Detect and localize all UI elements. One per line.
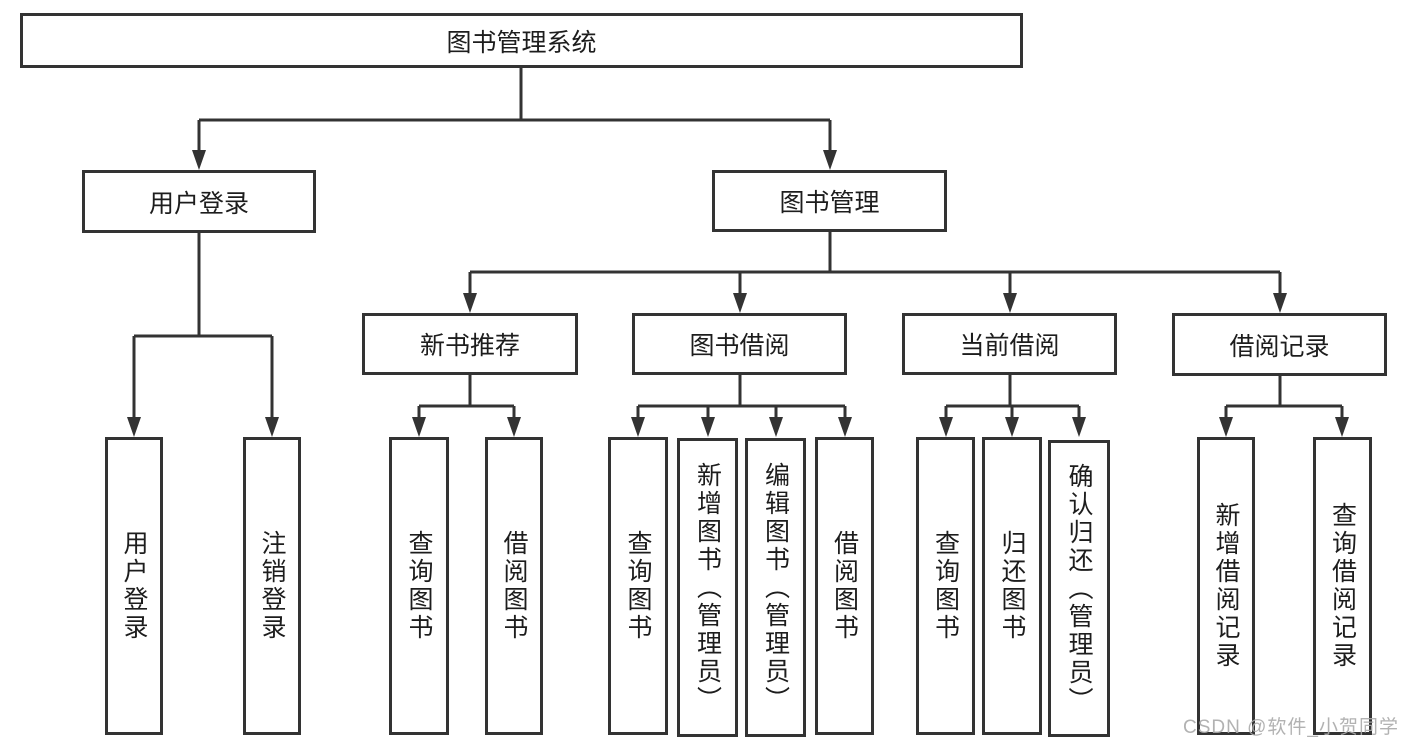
leaf-bb-query-books-label: 查询图书 — [624, 530, 652, 642]
leaf-user-login: 用户登录 — [105, 437, 163, 735]
leaf-bb-edit-books-admin-label: 编辑图书（管理员） — [761, 461, 790, 714]
leaf-bb-borrow-books-label: 借阅图书 — [830, 530, 859, 642]
connector-borrowrecords-to-leaves — [1219, 376, 1349, 437]
node-borrow-records-label: 借阅记录 — [1229, 332, 1330, 361]
leaf-bb-add-books-admin: 新增图书（管理员） — [677, 438, 738, 737]
leaf-br-add-record: 新增借阅记录 — [1197, 437, 1255, 735]
node-new-book-recommend-label: 新书推荐 — [419, 332, 520, 360]
node-user-login: 用户登录 — [82, 170, 316, 233]
leaf-nbr-query-books: 查询图书 — [389, 437, 449, 735]
leaf-cb-return-books-label: 归还图书 — [998, 530, 1026, 642]
connector-bookborrow-to-leaves — [631, 375, 852, 437]
node-book-mgmt-label: 图书管理 — [779, 189, 880, 217]
connector-root-to-level2 — [192, 68, 837, 170]
node-root-label: 图书管理系统 — [446, 28, 597, 57]
leaf-br-query-record: 查询借阅记录 — [1313, 437, 1372, 735]
leaf-user-login-label: 用户登录 — [120, 530, 148, 642]
node-user-login-label: 用户登录 — [148, 189, 249, 218]
connector-newbookrec-to-leaves — [412, 375, 521, 437]
node-borrow-records: 借阅记录 — [1172, 313, 1387, 376]
leaf-bb-edit-books-admin: 编辑图书（管理员） — [745, 438, 806, 737]
leaf-nbr-borrow-books: 借阅图书 — [485, 437, 543, 735]
csdn-watermark: CSDN @软件_小贺同学 — [1183, 717, 1399, 738]
leaf-logout-label: 注销登录 — [258, 530, 286, 642]
leaf-br-query-record-label: 查询借阅记录 — [1328, 502, 1357, 670]
leaf-cb-query-books: 查询图书 — [916, 437, 975, 735]
node-root: 图书管理系统 — [20, 13, 1023, 68]
leaf-cb-query-books-label: 查询图书 — [931, 530, 960, 642]
leaf-cb-confirm-return-admin: 确认归还（管理员） — [1048, 440, 1110, 737]
node-current-borrow-label: 当前借阅 — [959, 332, 1060, 360]
leaf-bb-query-books: 查询图书 — [608, 437, 668, 735]
leaf-br-add-record-label: 新增借阅记录 — [1212, 502, 1240, 670]
node-book-mgmt: 图书管理 — [712, 170, 947, 232]
leaf-nbr-borrow-books-label: 借阅图书 — [500, 530, 528, 642]
leaf-cb-confirm-return-admin-label: 确认归还（管理员） — [1065, 462, 1093, 715]
connector-userlogin-to-leaves — [127, 233, 279, 437]
node-book-borrow: 图书借阅 — [632, 313, 847, 375]
leaf-nbr-query-books-label: 查询图书 — [405, 530, 433, 642]
node-book-borrow-label: 图书借阅 — [689, 332, 790, 360]
leaf-logout: 注销登录 — [243, 437, 301, 735]
connector-currentborrow-to-leaves — [939, 375, 1086, 437]
node-new-book-recommend: 新书推荐 — [362, 313, 578, 375]
leaf-cb-return-books: 归还图书 — [982, 437, 1042, 735]
connector-bookmgmt-to-level3 — [463, 232, 1287, 313]
leaf-bb-borrow-books: 借阅图书 — [815, 437, 874, 735]
leaf-bb-add-books-admin-label: 新增图书（管理员） — [693, 461, 722, 714]
node-current-borrow: 当前借阅 — [902, 313, 1117, 375]
